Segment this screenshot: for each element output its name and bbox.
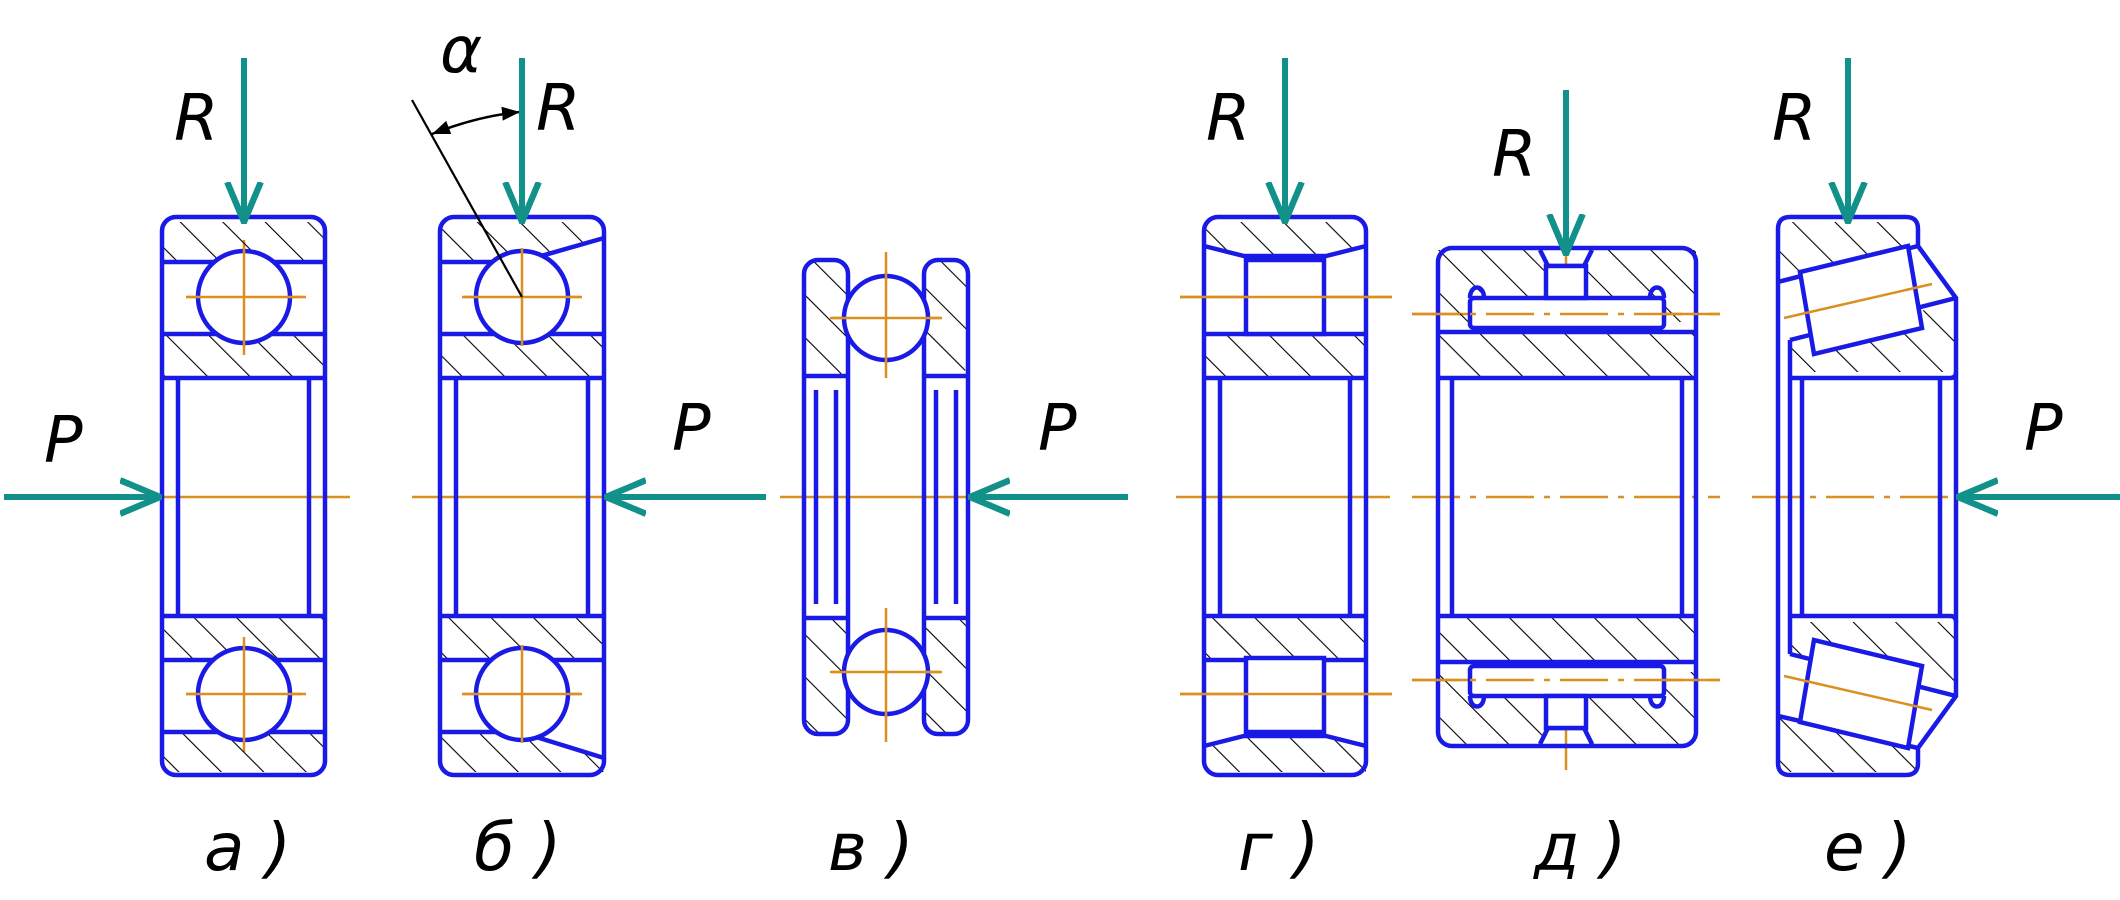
hatched-washers	[804, 262, 968, 732]
roller-centerlines	[1783, 282, 1933, 712]
caption-d: д )	[1533, 809, 1626, 886]
label-R-d: R	[1492, 118, 1536, 192]
label-R-g: R	[1206, 82, 1250, 156]
bearing-d: R д )	[1412, 90, 1720, 886]
caption-v: в )	[828, 809, 914, 886]
bearing-a: R P а )	[4, 58, 350, 886]
caption-e: е )	[1824, 809, 1911, 886]
label-alpha: α	[440, 14, 482, 88]
roller-centerlines	[1180, 295, 1392, 696]
label-R-a: R	[174, 82, 218, 156]
label-P-b: P	[672, 392, 711, 466]
ball-centerlines	[186, 248, 302, 743]
label-P-v: P	[1038, 392, 1077, 466]
bearing-g: R г )	[1176, 58, 1392, 886]
label-P-a: P	[44, 404, 83, 478]
hatched-rings	[440, 222, 604, 772]
label-R-b: R	[536, 72, 580, 146]
label-P-e: P	[2024, 392, 2063, 466]
caption-a: а )	[204, 809, 291, 886]
label-R-e: R	[1772, 82, 1816, 156]
caption-b: б )	[474, 809, 561, 886]
hatched-rings	[1204, 222, 1366, 772]
bearing-e: R P е )	[1752, 58, 2120, 886]
ball-centerlines	[832, 272, 940, 718]
roller-centerline-overlay	[1412, 312, 1720, 682]
hatched-rings	[162, 222, 325, 772]
bearing-v: P в )	[780, 252, 1128, 886]
caption-g: г )	[1238, 809, 1319, 886]
bearing-b: α R P б )	[411, 14, 766, 886]
